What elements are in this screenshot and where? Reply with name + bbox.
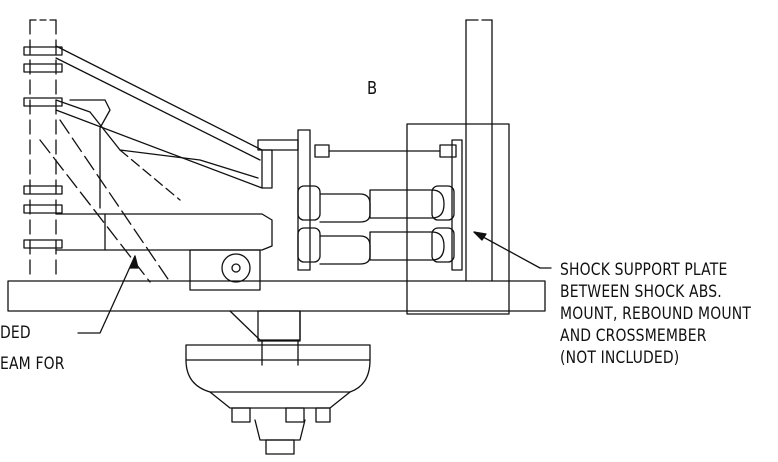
callout-line: AND CROSSMEMBER bbox=[560, 326, 707, 346]
callout-line: (NOT INCLUDED) bbox=[560, 348, 680, 368]
shock-support-plate bbox=[406, 123, 510, 315]
leader-line-right bbox=[473, 231, 552, 269]
view-label: B bbox=[367, 78, 378, 99]
callout-line: MOUNT, REBOUND MOUNT bbox=[560, 304, 752, 324]
callout-text-right: SHOCK SUPPORT PLATE BETWEEN SHOCK ABS. M… bbox=[560, 259, 751, 369]
shock-mount-bracket bbox=[297, 129, 463, 271]
left-frame-rail bbox=[23, 19, 63, 281]
diagonal-brace bbox=[39, 119, 181, 283]
right-frame-rail bbox=[465, 19, 493, 282]
hanger-bracket bbox=[189, 139, 301, 342]
upper-trailing-arm bbox=[55, 45, 273, 209]
shock-absorber-lower bbox=[297, 227, 455, 265]
leader-line-left bbox=[77, 255, 139, 334]
callout-line: SHOCK SUPPORT PLATE bbox=[560, 260, 728, 280]
callout-text-left: DED EAM FOR bbox=[0, 322, 65, 384]
axle-beam bbox=[7, 280, 546, 312]
callout-line: DED bbox=[0, 323, 31, 343]
shock-absorber-upper bbox=[297, 185, 455, 223]
callout-line: EAM FOR bbox=[0, 354, 65, 374]
lower-trailing-arm bbox=[55, 213, 273, 251]
wheel-hub bbox=[185, 340, 371, 455]
callout-line: BETWEEN SHOCK ABS. bbox=[560, 282, 722, 302]
